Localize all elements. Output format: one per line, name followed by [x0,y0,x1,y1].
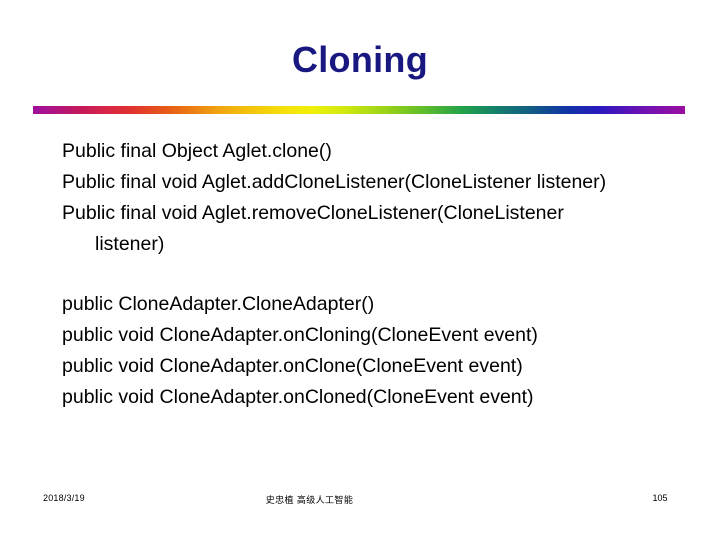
code-line: Public final Object Aglet.clone() [62,140,332,162]
code-line: public void CloneAdapter.onClone(CloneEv… [62,355,523,377]
code-line: public void CloneAdapter.onCloning(Clone… [62,324,538,346]
content-block-cloneadapter-api: public CloneAdapter.CloneAdapter() publi… [62,289,702,413]
content-block-aglet-api: Public final Object Aglet.clone() Public… [62,136,702,260]
footer-center: 史忠植 高级人工智能 [0,493,720,506]
footer-date: 2018/3/19 [43,493,85,503]
code-line: Public final void Aglet.removeCloneListe… [62,202,564,224]
footer-page-number: 105 [652,493,668,503]
code-line: Public final void Aglet.addCloneListener… [62,171,607,193]
code-line-continuation: listener) [95,233,165,255]
footer-center-label: 史忠植 高级人工智能 [265,495,354,505]
code-line: public void CloneAdapter.onCloned(CloneE… [62,386,534,408]
rainbow-gradient-rule [33,106,685,114]
code-line: public CloneAdapter.CloneAdapter() [62,293,375,315]
page-title: Cloning [291,39,429,80]
